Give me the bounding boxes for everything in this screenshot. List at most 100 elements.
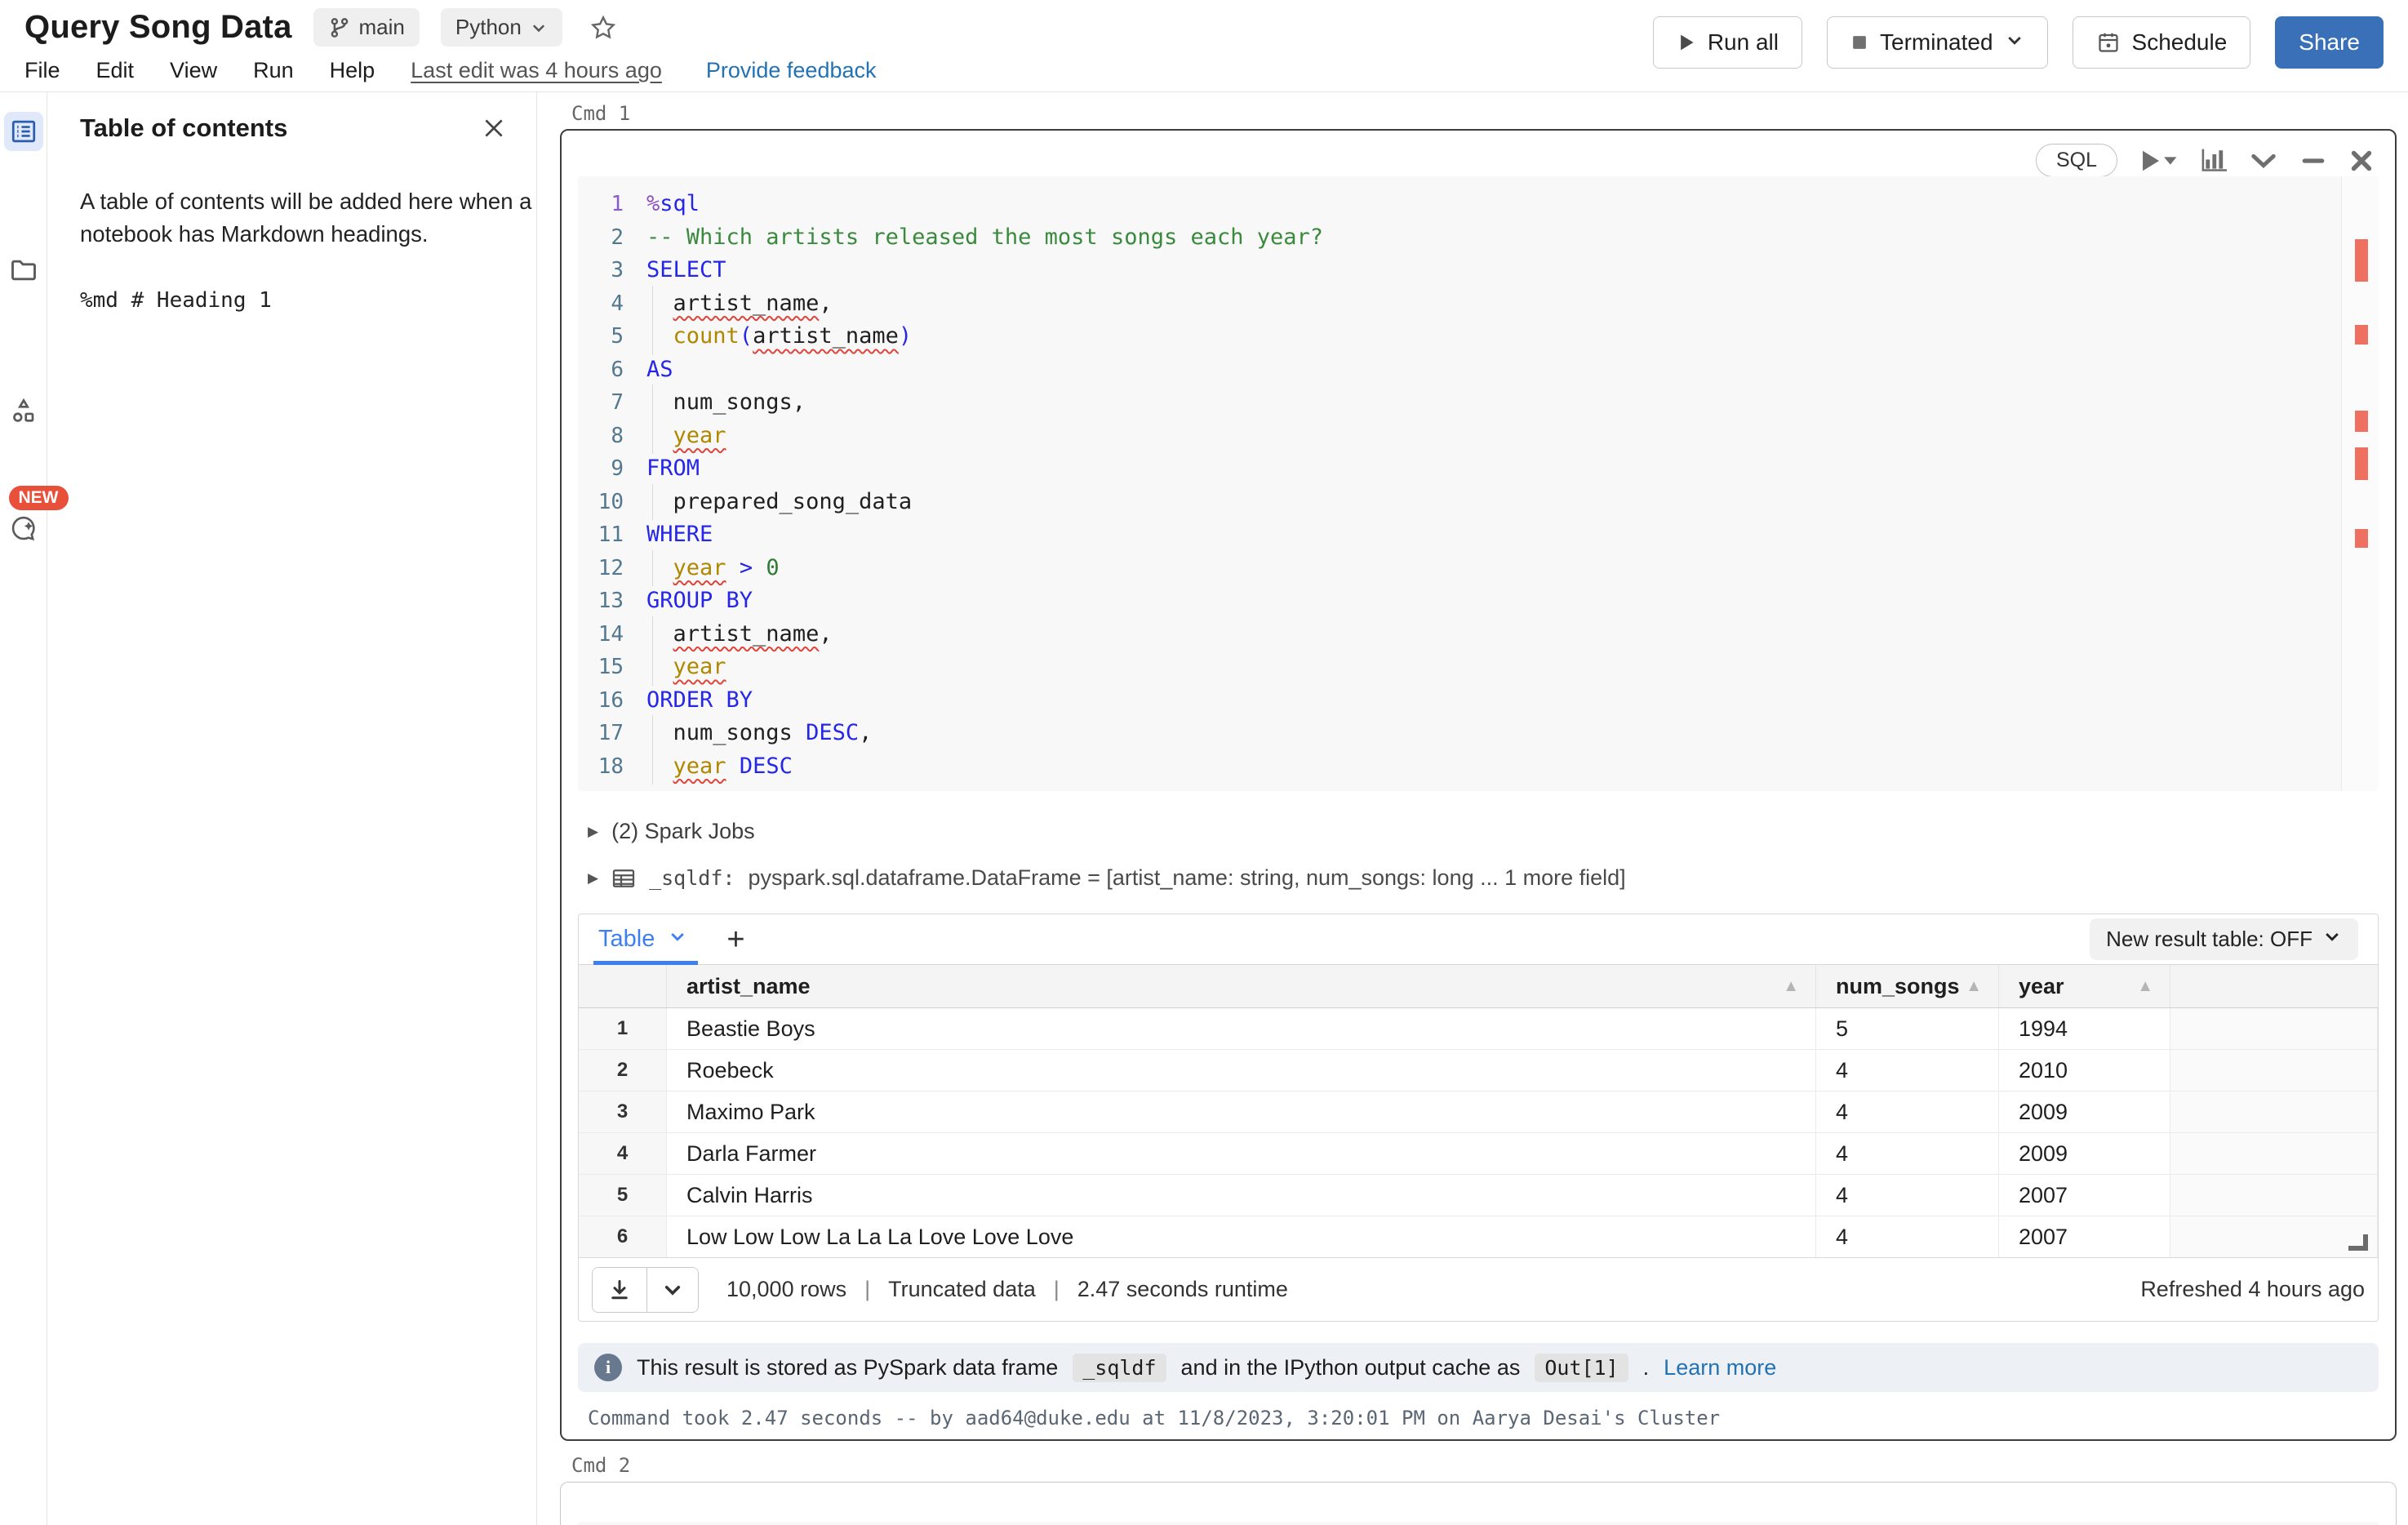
column-header-year[interactable]: year▲	[1999, 965, 2170, 1007]
cell-artist-name: Maximo Park	[667, 1092, 1816, 1132]
delete-cell-icon[interactable]	[2349, 149, 2374, 173]
info-text-pre: This result is stored as PySpark data fr…	[637, 1354, 1059, 1380]
menu-run[interactable]: Run	[253, 58, 294, 82]
add-visualization-button[interactable]: +	[726, 922, 745, 957]
chevron-down-icon	[668, 926, 687, 953]
cmd2-label: Cmd 2	[571, 1454, 631, 1477]
sort-triangle-icon[interactable]: ▲	[1783, 976, 1799, 995]
cell-language-badge[interactable]: SQL	[2035, 144, 2117, 177]
code-text: -- Which artists released the most songs…	[646, 224, 1324, 250]
learn-more-link[interactable]: Learn more	[1664, 1354, 1777, 1380]
favorite-star-icon[interactable]	[589, 13, 618, 42]
last-edit-status[interactable]: Last edit was 4 hours ago	[411, 58, 662, 82]
notebook-area: Cmd 1 SQL	[537, 92, 2408, 1525]
cell-artist-name: Beastie Boys	[667, 1008, 1816, 1049]
code-cell-1[interactable]: SQL	[560, 129, 2397, 1441]
tab-table[interactable]: Table	[593, 914, 698, 965]
spark-jobs-row[interactable]: ▶ (2) Spark Jobs	[588, 819, 2395, 844]
close-icon[interactable]	[481, 115, 507, 141]
cell-artist-name: Darla Farmer	[667, 1133, 1816, 1174]
provide-feedback-link[interactable]: Provide feedback	[705, 58, 877, 82]
schedule-button[interactable]: Schedule	[2072, 16, 2251, 69]
code-line[interactable]: 18 year DESC	[578, 748, 2330, 785]
folder-icon[interactable]	[4, 251, 43, 290]
cell-filler	[2170, 1050, 2378, 1091]
line-number: 6	[611, 357, 624, 382]
code-line[interactable]: 8 year	[578, 417, 2330, 454]
run-all-button[interactable]: Run all	[1652, 16, 1802, 69]
cell-year: 2007	[1999, 1175, 2170, 1216]
language-selector[interactable]: Python	[440, 8, 562, 47]
separator: |	[1053, 1277, 1060, 1301]
line-number: 10	[598, 489, 624, 514]
spark-jobs-label: (2) Spark Jobs	[611, 819, 755, 843]
code-line[interactable]: 14 artist_name,	[578, 616, 2330, 652]
collapse-cell-icon[interactable]	[2250, 149, 2277, 173]
share-label: Share	[2299, 29, 2360, 55]
sort-triangle-icon[interactable]: ▲	[2137, 976, 2153, 995]
code-line[interactable]: 5 count(artist_name)	[578, 318, 2330, 354]
code-editor-2[interactable]: 1%sql	[577, 1522, 2379, 1525]
table-resize-handle[interactable]	[2348, 1234, 2368, 1251]
experiments-icon[interactable]	[4, 391, 43, 430]
page-title: Query Song Data	[24, 9, 292, 45]
share-button[interactable]: Share	[2275, 16, 2384, 69]
code-cell-2[interactable]: 1%sql	[560, 1482, 2397, 1525]
menu-file[interactable]: File	[24, 58, 60, 82]
code-line[interactable]: 10 prepared_song_data	[578, 483, 2330, 520]
code-text: year	[646, 417, 726, 454]
assistant-icon[interactable]	[4, 509, 43, 548]
code-line[interactable]: 1%sql	[578, 188, 2330, 221]
menu-view[interactable]: View	[170, 58, 218, 82]
code-text: year > 0	[646, 549, 780, 586]
chart-icon[interactable]	[2201, 149, 2227, 173]
truncated-label: Truncated data	[888, 1277, 1036, 1301]
cluster-selector-button[interactable]: Terminated	[1827, 16, 2048, 69]
code-line[interactable]: 2-- Which artists released the most song…	[578, 221, 2330, 255]
download-icon[interactable]	[593, 1267, 646, 1312]
code-text: year	[646, 649, 726, 685]
code-line[interactable]: 7 num_songs,	[578, 385, 2330, 420]
cell-num-songs: 4	[1816, 1133, 1999, 1174]
code-text: WHERE	[646, 522, 713, 547]
run-cell-icon[interactable]	[2140, 149, 2178, 173]
column-header-artist_name[interactable]: artist_name▲	[667, 965, 1816, 1007]
code-line[interactable]: 12 year > 0	[578, 549, 2330, 586]
git-branch-badge[interactable]: main	[313, 8, 420, 47]
row-count: 10,000 rows	[726, 1277, 847, 1301]
code-text: %sql	[646, 191, 700, 216]
code-line[interactable]: 4 artist_name,	[578, 285, 2330, 322]
sqldf-description: pyspark.sql.dataframe.DataFrame = [artis…	[748, 865, 1626, 890]
code-line[interactable]: 15 year	[578, 649, 2330, 685]
download-options-chevron-icon[interactable]	[646, 1267, 698, 1312]
new-result-table-toggle[interactable]: New result table: OFF	[2090, 918, 2358, 960]
line-number: 17	[598, 721, 624, 745]
code-text: FROM	[646, 456, 700, 481]
column-header-num_songs[interactable]: num_songs▲	[1816, 965, 1999, 1007]
results-footer: 10,000 rows | Truncated data | 2.47 seco…	[579, 1257, 2378, 1321]
dataframe-table-icon	[611, 867, 636, 890]
code-line[interactable]: 17 num_songs DESC,	[578, 715, 2330, 751]
sqldf-row[interactable]: ▶ _sqldf: pyspark.sql.dataframe.DataFram…	[588, 865, 2395, 891]
sort-triangle-icon[interactable]: ▲	[1966, 976, 1982, 995]
minimize-cell-icon[interactable]	[2300, 149, 2326, 173]
menu-help[interactable]: Help	[329, 58, 375, 82]
line-number: 7	[611, 390, 624, 415]
menu-edit[interactable]: Edit	[96, 58, 135, 82]
table-of-contents-icon[interactable]	[3, 112, 43, 151]
cell-num-songs: 4	[1816, 1216, 1999, 1257]
